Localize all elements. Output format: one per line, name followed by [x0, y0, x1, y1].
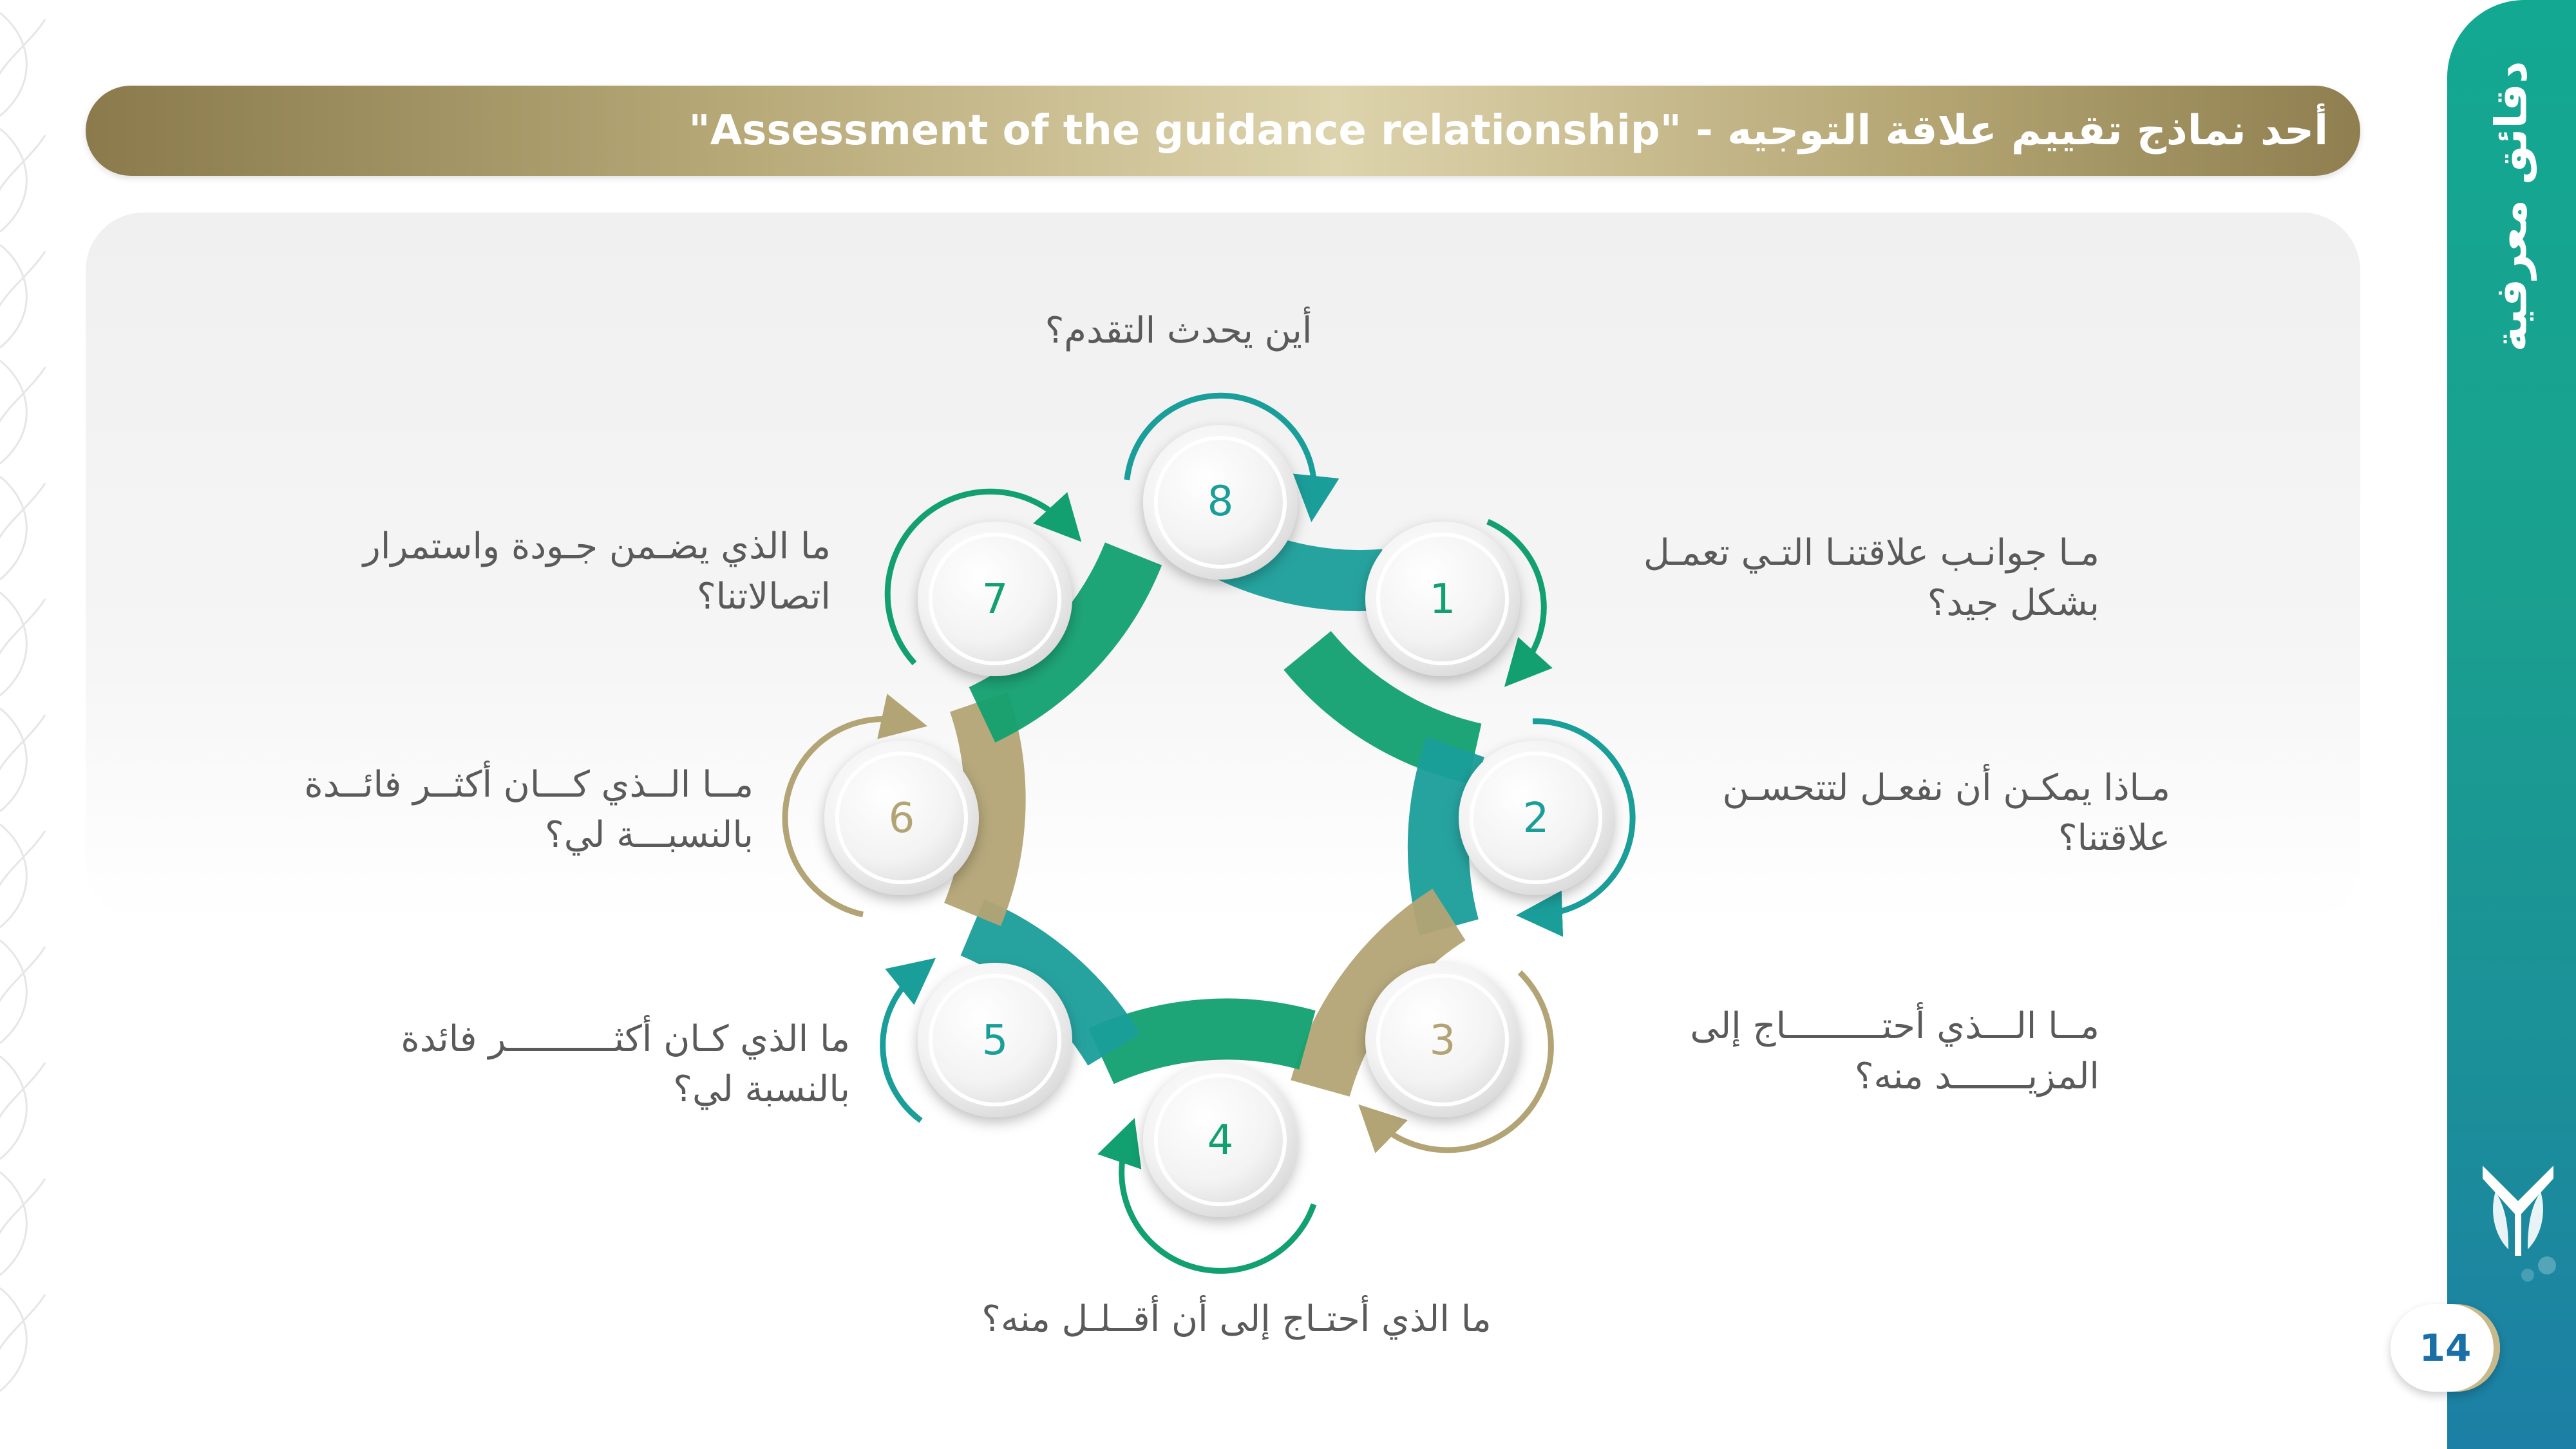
- title-bar: أحد نماذج تقييم علاقة التوجيه - "Assessm…: [86, 86, 2360, 176]
- page-title: أحد نماذج تقييم علاقة التوجيه - "Assessm…: [688, 107, 2328, 155]
- node-ball: [1143, 425, 1298, 580]
- node-number: 7: [982, 576, 1009, 623]
- node-number: 4: [1208, 1117, 1234, 1164]
- node-1: 1: [1365, 522, 1520, 676]
- node-ball: [1365, 963, 1520, 1117]
- node-number: 1: [1430, 576, 1456, 623]
- node-number: 3: [1430, 1017, 1456, 1065]
- question-6: مــا الــذي كـــان أكثــر فائــدة بالنسب…: [304, 764, 753, 856]
- ring-segment-3-4: [1291, 888, 1466, 1097]
- node-number: 8: [1208, 478, 1234, 526]
- ring-segment-4-5: [1088, 998, 1316, 1084]
- question-7: ما الذي يضـمن جـودة واستمرار اتصالاتنا؟: [363, 526, 831, 618]
- arrow-arc-7: [884, 488, 1082, 666]
- node-number: 5: [982, 1017, 1009, 1065]
- node-ball: [918, 963, 1072, 1117]
- arrow-arc-2: [1516, 718, 1636, 937]
- arrow-arc-6: [782, 694, 928, 918]
- question-5: ما الذي كـان أكثــــــــــر فائدة بالنسب…: [401, 1018, 850, 1110]
- node-6: 6: [824, 741, 979, 895]
- node-3: 3: [1365, 963, 1520, 1117]
- node-ball: [1365, 522, 1520, 676]
- node-7: 7: [918, 522, 1072, 676]
- node-4: 4: [1143, 1063, 1298, 1217]
- question-8: أين يحدث التقدم؟: [1045, 310, 1312, 352]
- question-1: مـا جوانـب علاقتنـا التـي تعمـل بشكل جيد…: [1643, 532, 2099, 624]
- leaf-logo-icon: [2483, 1166, 2556, 1282]
- node-ball: [1143, 1063, 1298, 1217]
- node-number: 2: [1523, 795, 1549, 842]
- node-5: 5: [918, 963, 1072, 1117]
- leaf-pattern-decoration: [0, 12, 46, 1392]
- ring-segment-7-8: [969, 542, 1162, 743]
- page-number-badge: 14: [2391, 1304, 2500, 1392]
- ring-segment-6-7: [943, 692, 1026, 927]
- ring-segment-5-6: [960, 899, 1141, 1066]
- arrow-arc-8: [1124, 392, 1340, 522]
- node-number: 6: [889, 795, 915, 842]
- node-8: 8: [1143, 425, 1298, 580]
- arrow-arc-5: [880, 958, 936, 1123]
- question-4: ما الذي أحتـاج إلى أن أقــلـل منه؟: [981, 1298, 1492, 1340]
- question-2: مـاذا يمكـن أن نفعـل لتتحسـن علاقتنا؟: [1722, 767, 2170, 859]
- question-3: مــا الـــذي أحتـــــــــاج إلى المزيـــ…: [1690, 1005, 2099, 1097]
- node-ball: [1459, 741, 1613, 895]
- arrow-arc-4: [1097, 1117, 1317, 1274]
- arrow-arc-3: [1358, 970, 1554, 1153]
- node-ball: [824, 741, 979, 895]
- node-ball: [918, 522, 1072, 676]
- ring-segment-2-3: [1407, 737, 1485, 936]
- node-2: 2: [1459, 741, 1613, 895]
- arrow-arc-1: [1486, 518, 1553, 687]
